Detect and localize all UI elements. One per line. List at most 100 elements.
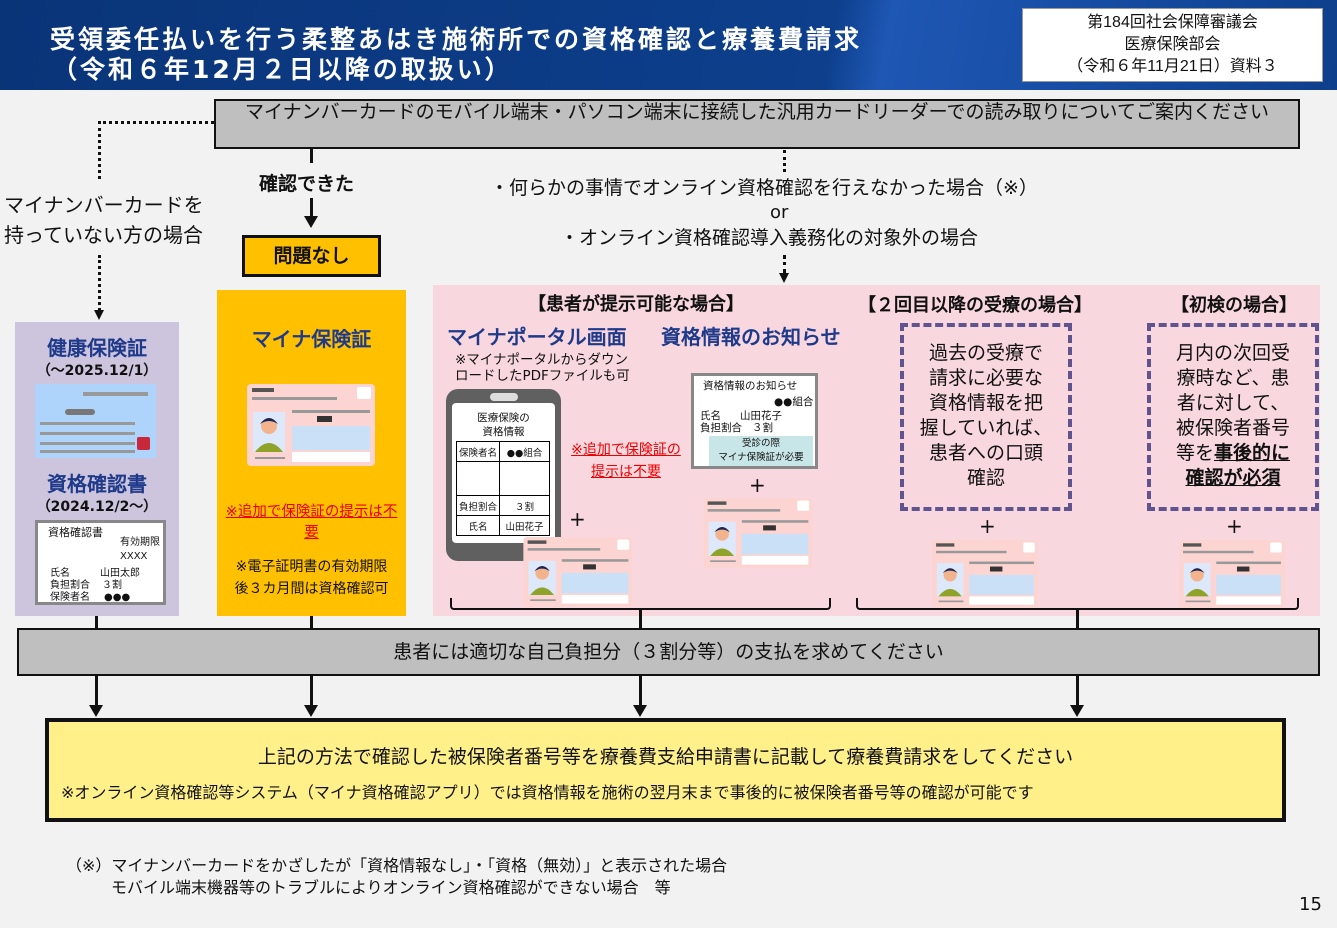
eligibility-certificate-illustration: 資格確認書 有効期限 XXXX 氏名 山田太郎 負担割合 ３割 保険者名 ●●● <box>35 520 166 605</box>
connector <box>310 198 313 218</box>
slide-header: 受領委任払いを行う柔整あはき施術所での資格確認と療養費請求 （令和６年12月２日… <box>0 0 1337 90</box>
table-cell: ●●組合 <box>499 441 550 462</box>
case-text: ・オンライン資格確認導入義務化の対象外の場合 <box>560 227 979 249</box>
eligibility-notice-title: 資格情報のお知らせ <box>661 325 841 349</box>
emphasis-text: 事後的に <box>1214 442 1291 464</box>
table-cell: ３割 <box>499 495 550 516</box>
text-line: 月内の次回受 <box>1175 342 1290 364</box>
text-line: 被保険者番号 <box>1175 417 1290 439</box>
text-fragment: 等を <box>1175 442 1214 464</box>
no-problem-badge: 問題なし <box>242 235 381 277</box>
emphasis-text: 確認が必須 <box>1185 467 1281 489</box>
footnote-line: （※）マイナンバーカードをかざしたが「資格情報なし」・「資格（無効）」と表示され… <box>66 856 728 875</box>
doc-expiry: XXXX <box>120 551 148 562</box>
or-text: or <box>770 202 789 223</box>
dotted-connector <box>98 121 214 124</box>
first-visit-heading: 【初検の場合】 <box>1171 295 1297 316</box>
notice-value: 山田花子 <box>740 410 782 422</box>
connector <box>95 616 98 628</box>
notice-box: 受診の際 マイナ保険証が必要 <box>709 436 813 466</box>
doc-title: 資格確認書 <box>48 526 103 539</box>
phone-title: 医療保険の 資格情報 <box>452 403 555 439</box>
text-line: 等を事後的に <box>1151 441 1315 466</box>
note-line: ※電子証明書の有効期限 <box>235 559 388 575</box>
notice-value: ３割 <box>752 422 773 434</box>
arrow-down-icon <box>633 705 647 717</box>
notice-box-line: 受診の際 <box>741 438 780 449</box>
slide-title: 受領委任払いを行う柔整あはき施術所での資格確認と療養費請求 <box>50 25 863 54</box>
arrow-down-icon <box>94 310 104 320</box>
phone-title-line: 医療保険の <box>477 412 530 424</box>
final-instruction-note: ※オンライン資格確認等システム（マイナ資格確認アプリ）では資格情報を施術の翌月末… <box>61 783 1034 802</box>
dotted-connector <box>98 255 101 311</box>
insurance-card-panel: 健康保険証 （～2025.12/1） 資格確認書 （2024.12/2～） 資格… <box>15 322 179 616</box>
top-notice-box: マイナンバーカードのモバイル端末・パソコン端末に接続した汎用カードリーダーでの読… <box>214 99 1300 149</box>
arrow-down-icon <box>89 705 103 717</box>
presentable-case-panel: 【患者が提示可能な場合】 マイナポータル画面 資格情報のお知らせ ※マイナポータ… <box>433 285 1320 616</box>
text-line: 確認 <box>966 467 1005 489</box>
brace <box>450 598 831 610</box>
note-line: ※マイナポータルからダウン <box>455 352 629 368</box>
myna-card-title: マイナ保険証 <box>251 327 372 351</box>
no-card-line: 持っていない方の場合 <box>4 223 203 247</box>
brace <box>856 598 1299 610</box>
doc-value: 山田太郎 <box>100 568 140 579</box>
certificate-validity-note: ※電子証明書の有効期限 後３カ月間は資格確認可 <box>217 556 406 600</box>
my-number-card-illustration <box>247 384 375 466</box>
meeting-section: 医療保険部会 <box>1124 36 1221 53</box>
text-line: 過去の受療で <box>928 342 1043 364</box>
eligibility-notice-illustration: 資格情報のお知らせ ●●組合 氏名 山田花子 負担割合 ３割 受診の際 マイナ保… <box>691 373 818 469</box>
connector <box>310 616 313 628</box>
page-number: 15 <box>1299 894 1322 915</box>
phone-title-line: 資格情報 <box>482 426 525 438</box>
my-number-card-illustration <box>523 537 633 607</box>
meeting-info: 第184回社会保障審議会 医療保険部会 （令和６年11月21日）資料３ <box>1022 8 1323 82</box>
slide-subtitle: （令和６年12月２日以降の取扱い） <box>52 55 513 84</box>
connector <box>639 610 642 628</box>
dotted-connector <box>783 255 786 273</box>
second-visit-heading: 【２回目以降の受療の場合】 <box>858 295 1092 316</box>
footnote-line: モバイル端末機器等のトラブルによりオンライン資格確認ができない場合 等 <box>111 878 671 897</box>
plus-icon: + <box>749 473 766 497</box>
notice-box-line: マイナ保険証が必要 <box>718 452 804 463</box>
text-line: 請求に必要な <box>928 367 1043 389</box>
connector <box>1076 610 1079 628</box>
doc-expiry-label: 有効期限 <box>120 537 160 548</box>
note-line: 後３カ月間は資格確認可 <box>234 581 389 597</box>
table-cell: 保険者名 <box>456 441 500 462</box>
final-instruction-box: 上記の方法で確認した被保険者番号等を療養費支給申請書に記載して療養費請求をしてく… <box>45 718 1286 822</box>
meeting-name: 第184回社会保障審議会 <box>1087 14 1258 31</box>
text-line: 患者への口頭 <box>928 442 1043 464</box>
doc-label: 保険者名 <box>50 592 90 603</box>
text-line: 握していれば、 <box>919 417 1053 439</box>
my-number-card-illustration <box>703 498 813 568</box>
myna-portal-title: マイナポータル画面 <box>447 325 627 349</box>
text-line: 資格情報を把 <box>928 392 1043 414</box>
connector <box>310 149 313 163</box>
period-label: （～2025.12/1） <box>36 363 158 379</box>
plus-icon: + <box>979 514 996 538</box>
notice-label: 氏名 <box>700 410 721 422</box>
arrow-down-icon <box>779 273 789 283</box>
health-insurance-card-illustration <box>35 384 156 458</box>
plus-icon: + <box>569 507 586 531</box>
eligibility-certificate-title: 資格確認書 <box>47 472 147 496</box>
notice-doc-title: 資格情報のお知らせ <box>703 380 798 392</box>
table-cell: 氏名 <box>456 515 500 536</box>
confirmed-label: 確認できた <box>259 173 355 195</box>
note-line: 提示は不要 <box>591 464 661 480</box>
case-text: ・何らかの事情でオンライン資格確認を行えなかった場合（※） <box>490 177 1038 199</box>
second-visit-box: 過去の受療で 請求に必要な 資格情報を把 握していれば、 患者への口頭 確認 <box>900 323 1072 511</box>
notice-insurer: ●●組合 <box>774 396 814 408</box>
my-number-card-illustration <box>1177 540 1287 608</box>
doc-label: 氏名 <box>50 568 70 579</box>
final-instruction-main: 上記の方法で確認した被保険者番号等を療養費支給申請書に記載して療養費請求をしてく… <box>257 746 1074 768</box>
footnote: （※）マイナンバーカードをかざしたが「資格情報なし」・「資格（無効）」と表示され… <box>66 855 727 899</box>
doc-value: ３割 <box>102 580 122 591</box>
health-insurance-card-title: 健康保険証 <box>47 336 147 360</box>
myna-insurance-card-panel: マイナ保険証 ※追加で保険証の提示は不要 ※電子証明書の有効期限 後３カ月間は資… <box>217 290 406 616</box>
first-visit-box: 月内の次回受 療時など、患 者に対して、 被保険者番号 等を事後的に 確認が必須 <box>1147 323 1319 511</box>
note-line: ※追加で保険証の <box>571 442 681 458</box>
